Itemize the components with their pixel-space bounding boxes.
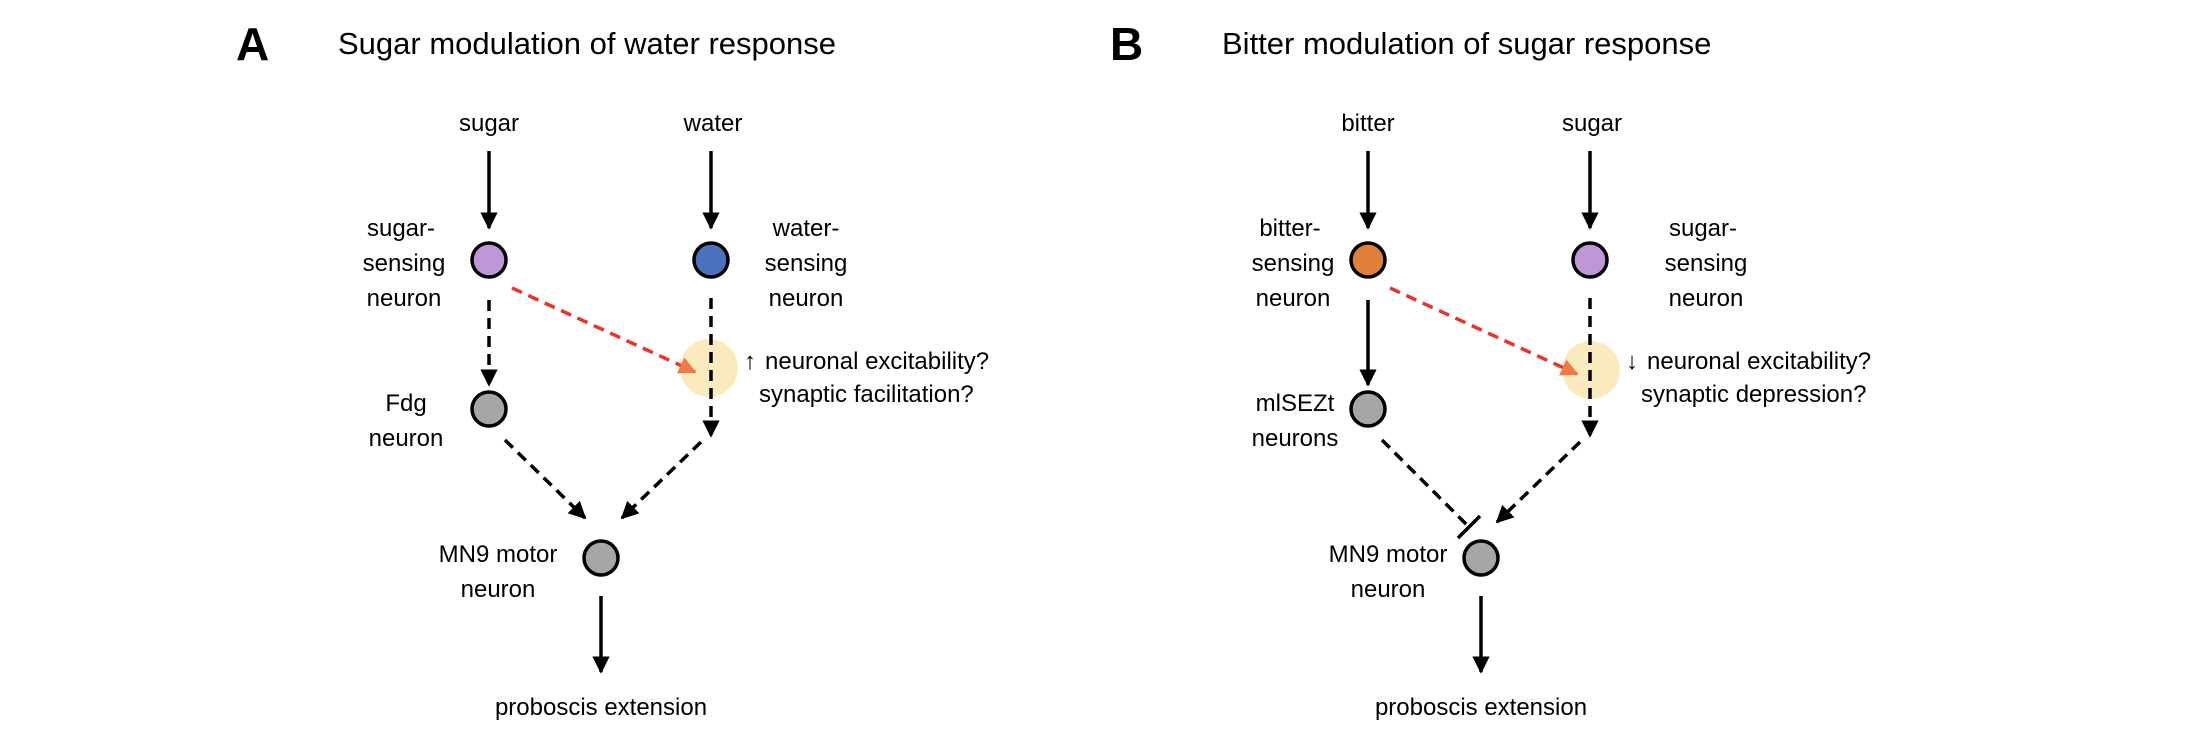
- label-line: neuron: [769, 285, 844, 312]
- label-line: neuron: [1256, 285, 1331, 312]
- left-sensor-label: sugar- sensing neuron: [363, 215, 446, 312]
- hypothesis-line: neuronal excitability?: [1647, 348, 1871, 375]
- label-line: bitter-: [1259, 215, 1320, 242]
- hypothesis-line: neuronal excitability?: [765, 348, 989, 375]
- down-arrow-icon: ↓: [1626, 348, 1638, 375]
- label-line: neurons: [1252, 425, 1339, 452]
- label-line: sugar-: [1669, 215, 1737, 242]
- left-sensor-label: bitter- sensing neuron: [1252, 215, 1335, 312]
- water-sensing-neuron: [692, 241, 730, 279]
- motor-neuron-label: MN9 motor neuron: [439, 541, 558, 603]
- modulation-hypothesis: ↑ neuronal excitability? synaptic facili…: [744, 348, 989, 408]
- label-line: MN9 motor: [1329, 541, 1448, 568]
- input-label-right: water: [683, 110, 743, 137]
- label-line: neuron: [461, 576, 536, 603]
- panel-b: B Bitter modulation of sugar response bi…: [1110, 18, 1871, 721]
- mlsezt-neurons: [1349, 390, 1387, 428]
- up-arrow-icon: ↑: [744, 348, 756, 375]
- panel-title: Bitter modulation of sugar response: [1222, 26, 1711, 61]
- right-sensor-label: sugar- sensing neuron: [1665, 215, 1748, 312]
- panel-a: A Sugar modulation of water response sug…: [236, 18, 989, 721]
- label-line: sensing: [1252, 250, 1335, 277]
- label-line: neuron: [1669, 285, 1744, 312]
- panel-letter: A: [236, 18, 269, 70]
- bitter-sensing-neuron: [1349, 241, 1387, 279]
- interneuron-label: Fdg neuron: [369, 390, 444, 452]
- interneuron-inhibitory-connection: [1380, 438, 1471, 529]
- input-label-right: sugar: [1562, 110, 1622, 137]
- sugar-path-to-motor-arrow: [1495, 440, 1582, 524]
- hypothesis-line: synaptic depression?: [1641, 381, 1866, 408]
- interneuron-label: mlSEZt neurons: [1252, 390, 1339, 452]
- label-line: MN9 motor: [439, 541, 558, 568]
- label-line: neuron: [1351, 576, 1426, 603]
- label-line: sensing: [1665, 250, 1748, 277]
- mn9-motor-neuron: [1462, 539, 1500, 577]
- sugar-sensing-neuron: [1571, 241, 1609, 279]
- modulation-site-glow: [680, 339, 738, 397]
- interneuron-to-motor-arrow: [503, 438, 587, 520]
- panel-title: Sugar modulation of water response: [338, 26, 836, 61]
- label-line: neuron: [367, 285, 442, 312]
- label-line: sensing: [363, 250, 446, 277]
- inhibitory-bar: [1456, 514, 1482, 540]
- modulation-hypothesis: ↓ neuronal excitability? synaptic depres…: [1626, 348, 1871, 408]
- label-line: neuron: [369, 425, 444, 452]
- output-label: proboscis extension: [495, 694, 707, 721]
- modulation-arrow: [1389, 286, 1579, 376]
- label-line: sensing: [765, 250, 848, 277]
- label-line: sugar-: [367, 215, 435, 242]
- sugar-sensing-neuron: [470, 241, 508, 279]
- water-path-to-motor-arrow: [620, 440, 703, 520]
- hypothesis-line: synaptic facilitation?: [759, 381, 974, 408]
- panel-letter: B: [1110, 18, 1143, 70]
- motor-neuron-label: MN9 motor neuron: [1329, 541, 1448, 603]
- label-line: mlSEZt: [1256, 390, 1335, 417]
- output-label: proboscis extension: [1375, 694, 1587, 721]
- modulation-arrow: [511, 286, 697, 374]
- label-line: water-: [772, 215, 840, 242]
- input-label-left: bitter: [1341, 110, 1394, 137]
- fdg-neuron: [470, 390, 508, 428]
- right-sensor-label: water- sensing neuron: [765, 215, 848, 312]
- mn9-motor-neuron: [582, 539, 620, 577]
- input-label-left: sugar: [459, 110, 519, 137]
- label-line: Fdg: [385, 390, 426, 417]
